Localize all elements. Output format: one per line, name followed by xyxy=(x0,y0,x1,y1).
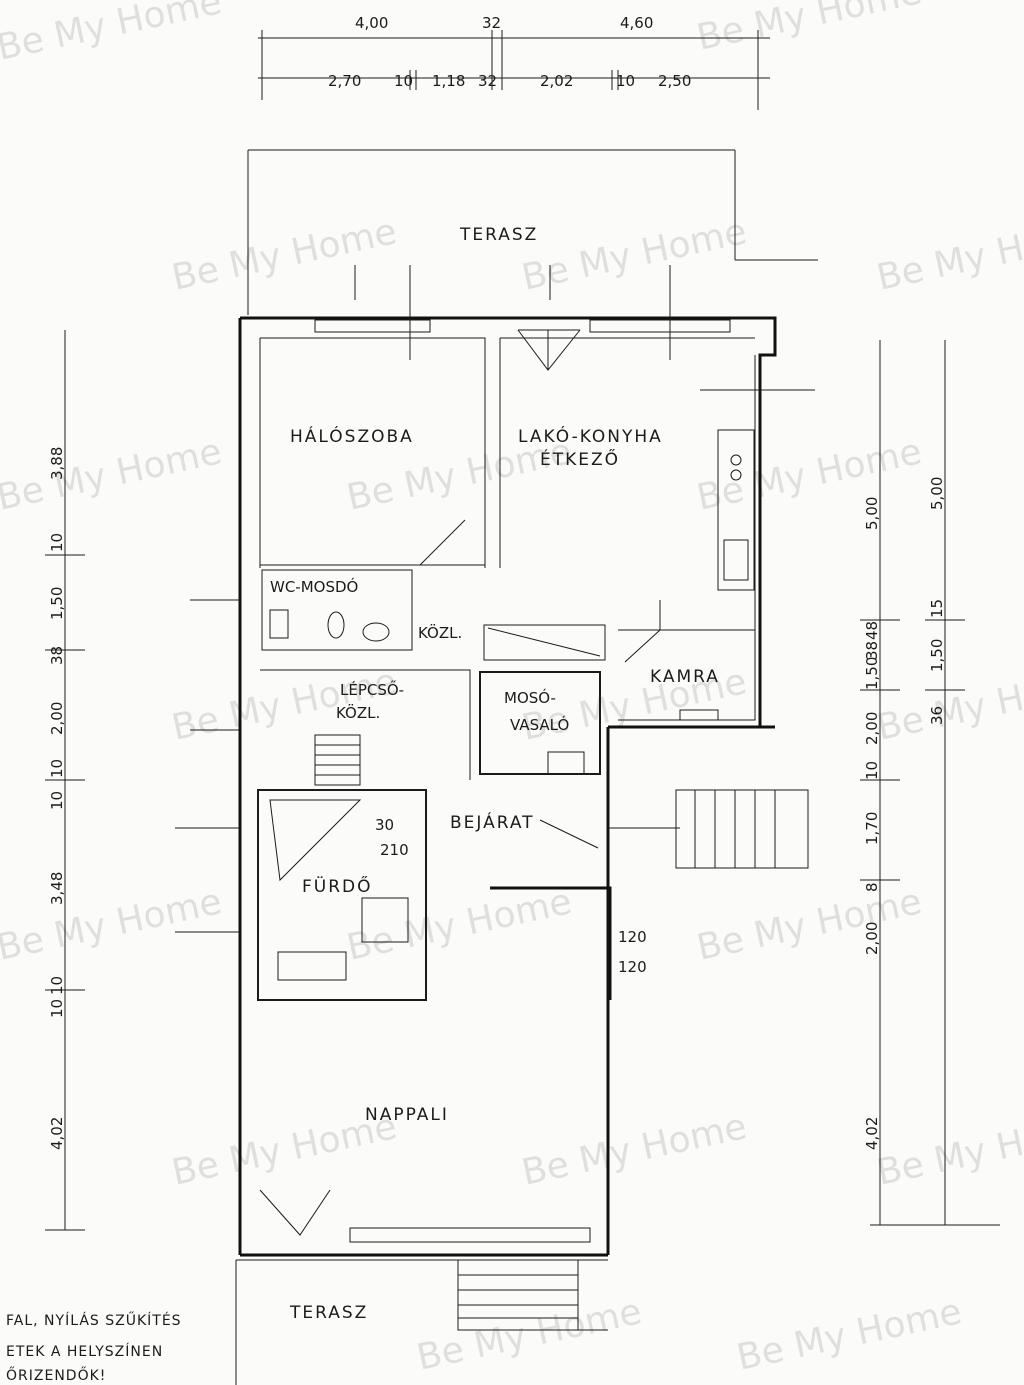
dim-top-row2-3: 1,18 xyxy=(432,72,465,90)
dim-top-row2-2: 10 xyxy=(394,72,413,90)
dim-right-inner-4: 1,50 xyxy=(863,657,881,690)
dim-top-row2-6: 10 xyxy=(616,72,635,90)
entrance: BEJÁRAT xyxy=(450,789,809,869)
dim-right-inner-3: 48 xyxy=(863,621,881,640)
watermark: Be My Home xyxy=(0,431,225,519)
door-dim-120-a: 120 xyxy=(618,928,647,946)
dim-right-outer-3: 1,50 xyxy=(928,639,946,672)
dim-right-outer-4: 36 xyxy=(928,706,946,725)
watermark: Be My Home xyxy=(733,1291,965,1379)
door-dim-120-b: 120 xyxy=(618,958,647,976)
right-dimension-chain: 5,00 38 48 1,50 10 2,00 1,70 8 2,00 4,02… xyxy=(860,340,1000,1226)
watermark: Be My Home xyxy=(518,211,750,299)
dim-top-row2-7: 2,50 xyxy=(658,72,691,90)
windows-top xyxy=(314,265,731,371)
door-dim-210: 210 xyxy=(380,841,409,859)
dim-left-11: 4,02 xyxy=(48,1117,66,1150)
laundry-room: MOSÓ- VASALÓ xyxy=(479,624,606,775)
living-room: NAPPALI 120 120 xyxy=(259,886,647,1243)
room-label-bejarat: BEJÁRAT xyxy=(450,811,535,833)
room-label-nappali: NAPPALI xyxy=(365,1105,449,1125)
watermark: Be My Home xyxy=(873,1106,1024,1194)
watermark: Be My Home xyxy=(873,661,1024,749)
room-label-etkezo: ÉTKEZŐ xyxy=(540,448,620,470)
dim-left-1: 3,88 xyxy=(48,447,66,480)
room-label-terasz-top: TERASZ xyxy=(459,225,538,245)
dim-right-inner-8: 8 xyxy=(863,882,881,892)
bedroom: HÁLÓSZOBA xyxy=(260,425,485,566)
dim-top-2: 32 xyxy=(482,14,501,32)
dim-right-inner-2: 38 xyxy=(863,641,881,660)
dim-left-6: 10 xyxy=(48,759,66,778)
watermark: Be My Home xyxy=(168,211,400,299)
room-label-haloszoba: HÁLÓSZOBA xyxy=(290,425,414,447)
watermark: Be My Home xyxy=(518,1106,750,1194)
dim-right-inner-5: 10 xyxy=(863,761,881,780)
dim-left-4: 38 xyxy=(48,646,66,665)
dim-right-outer-1: 5,00 xyxy=(928,477,946,510)
dim-left-2: 10 xyxy=(48,533,66,552)
dim-right-inner-6: 2,00 xyxy=(863,712,881,745)
note-line-1: FAL, NYÍLÁS SZŰKÍTÉS xyxy=(6,1311,182,1329)
room-label-furdo: FÜRDŐ xyxy=(302,875,373,897)
terrace-bottom: TERASZ xyxy=(235,1259,608,1385)
room-label-lako-konyha: LAKÓ-KONYHA xyxy=(518,425,663,447)
wc-room: WC-MOSDÓ KÖZL. xyxy=(190,569,462,651)
dim-left-5: 2,00 xyxy=(48,702,66,735)
room-label-moso: MOSÓ- xyxy=(504,688,556,707)
room-label-wc-mosdo: WC-MOSDÓ xyxy=(270,577,358,596)
dim-left-10: 10 xyxy=(48,999,66,1018)
dim-right-inner-9: 2,00 xyxy=(863,922,881,955)
dim-left-8: 3,48 xyxy=(48,872,66,905)
dim-left-3: 1,50 xyxy=(48,587,66,620)
watermark: Be My Home xyxy=(0,0,225,69)
notes: FAL, NYÍLÁS SZŰKÍTÉS ETEK A HELYSZÍNEN Ő… xyxy=(6,1311,182,1384)
room-label-kozl-small: KÖZL. xyxy=(418,623,462,642)
dim-top-row2-1: 2,70 xyxy=(328,72,361,90)
dim-right-outer-2: 15 xyxy=(928,599,946,618)
exterior-walls xyxy=(238,316,777,1257)
pantry: KAMRA xyxy=(618,600,755,721)
dim-right-inner-7: 1,70 xyxy=(863,812,881,845)
top-dimension-chain: 4,00 32 4,60 2,70 10 1,18 32 2,02 10 2,5… xyxy=(258,14,770,110)
note-line-2: ETEK A HELYSZÍNEN xyxy=(6,1343,163,1360)
watermark: Be My Home xyxy=(873,211,1024,299)
watermark: Be My Home xyxy=(693,0,925,59)
watermark: Be My Home xyxy=(693,881,925,969)
kitchen-dining: LAKÓ-KONYHA ÉTKEZŐ xyxy=(518,389,815,591)
terrace-top: TERASZ xyxy=(247,149,818,315)
dim-left-7: 10 xyxy=(48,791,66,810)
dim-right-inner-1: 5,00 xyxy=(863,497,881,530)
dim-top-row2-4: 32 xyxy=(478,72,497,90)
room-label-kamra: KAMRA xyxy=(650,667,720,687)
dim-top-row2-5: 2,02 xyxy=(540,72,573,90)
watermark: Be My Home xyxy=(343,881,575,969)
left-dimension-chain: 3,88 10 1,50 38 2,00 10 10 3,48 10 10 4,… xyxy=(45,330,85,1231)
dim-right-inner-10: 4,02 xyxy=(863,1117,881,1150)
room-label-lepcso-kozl: KÖZL. xyxy=(336,703,380,722)
bathroom: FÜRDŐ 30 210 xyxy=(175,789,427,1001)
room-label-vasalo: VASALÓ xyxy=(510,715,569,734)
watermark: Be My Home xyxy=(693,431,925,519)
room-label-lepcso: LÉPCSŐ- xyxy=(340,679,404,699)
dim-left-9: 10 xyxy=(48,976,66,995)
note-line-3: ŐRIZENDŐK! xyxy=(6,1366,106,1384)
door-dim-30: 30 xyxy=(375,816,394,834)
watermark: Be My Home xyxy=(413,1291,645,1379)
room-label-terasz-bottom: TERASZ xyxy=(289,1303,368,1323)
watermark: Be My Home xyxy=(0,881,225,969)
dim-top-1: 4,00 xyxy=(355,14,388,32)
dim-top-3: 4,60 xyxy=(620,14,653,32)
stair-corridor: LÉPCSŐ- KÖZL. xyxy=(190,669,471,786)
